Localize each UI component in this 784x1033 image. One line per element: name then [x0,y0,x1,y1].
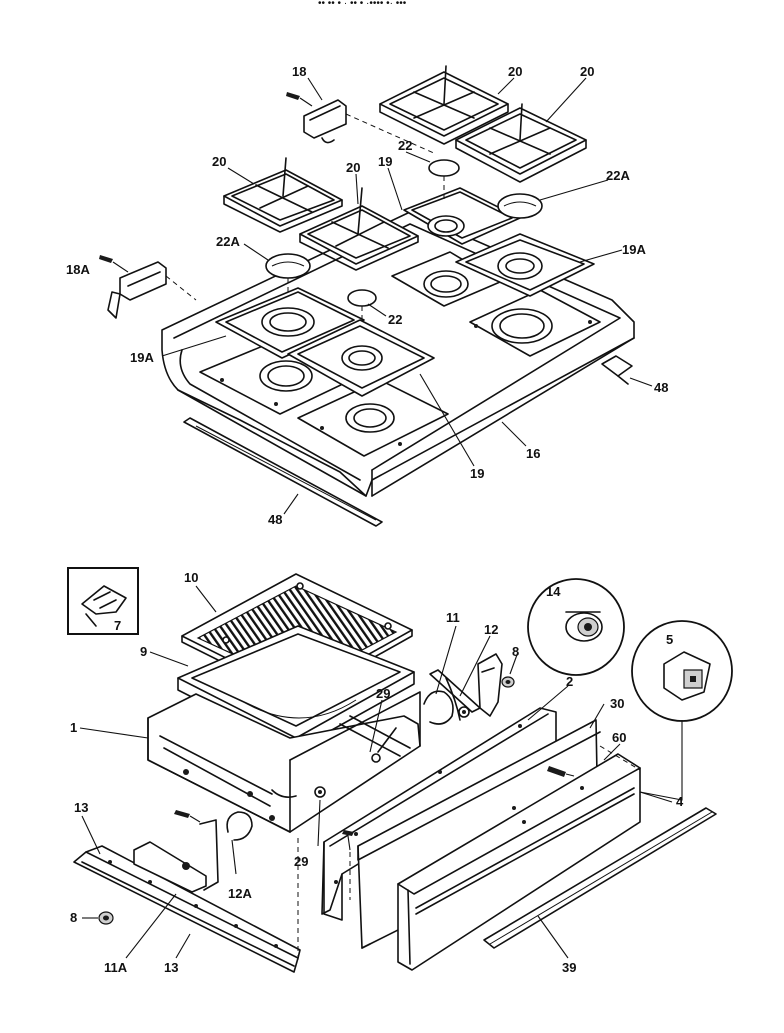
inset-circle-14 [527,578,625,676]
burner-cap-22a-left [265,253,311,279]
bracket-11a [133,810,219,893]
label-39: 39 [562,960,576,975]
label-9: 9 [140,644,147,659]
inset-box-7 [67,567,139,635]
label-22-b: 22 [388,312,402,327]
label-8-a: 8 [512,644,519,659]
label-1: 1 [70,720,77,735]
label-48-a: 48 [654,380,668,395]
burner-plate-19a-right [455,233,595,297]
label-19-a: 19 [378,154,392,169]
label-20-b: 20 [580,64,594,79]
burner-cap-22a-right [497,193,543,219]
screw-60 [547,766,575,777]
label-20-a: 20 [508,64,522,79]
label-22-a: 22 [398,138,412,153]
leader-lines-upper [161,77,653,515]
label-13-b: 13 [164,960,178,975]
hinge-bracket-18 [286,92,347,144]
part-labels: 18 20 20 22 22A 20 20 19 22A 19A 18A 22 … [66,64,684,975]
label-7: 7 [114,618,121,633]
clip-12a [226,811,253,841]
label-60: 60 [612,730,626,745]
label-19a-b: 19A [130,350,154,365]
label-20-d: 20 [346,160,360,175]
label-10: 10 [184,570,198,585]
label-16: 16 [526,446,540,461]
front-panel-4 [397,753,641,971]
label-8-b: 8 [70,910,77,925]
trim-strip-48-right [601,355,633,385]
label-5: 5 [666,632,673,647]
label-30: 30 [610,696,624,711]
label-18: 18 [292,64,306,79]
bracket-12 [477,653,503,717]
hinge-bracket-18a [99,255,167,319]
label-12: 12 [484,622,498,637]
screw-29-side [342,830,354,851]
clip-assembly [423,690,470,725]
grate-20-back-left [379,65,509,145]
grate-20-back-right [455,103,587,183]
grate-20-center [299,187,419,271]
burner-cap-22-back [428,159,460,177]
explode-lines-upper [165,113,445,324]
label-29-a: 29 [376,686,390,701]
bolt-29-lower [314,786,326,798]
burner-plate-19a-left [215,287,365,359]
trim-strip-39 [483,807,717,949]
label-19a-a: 19A [622,242,646,257]
label-18a: 18A [66,262,90,277]
label-29-b: 29 [294,854,308,869]
label-20-c: 20 [212,154,226,169]
label-13-a: 13 [74,800,88,815]
grate-20-left [223,157,343,233]
label-19-b: 19 [470,466,484,481]
burner-plate-19-front [287,319,435,397]
bolt-29-upper [371,727,397,763]
bracket-11 [429,669,481,721]
inset-circle-5 [631,620,733,722]
leader-lines-lower [79,585,683,959]
nut-8-upper [501,676,515,688]
label-22a-b: 22A [216,234,240,249]
trim-strip-48-lower [183,417,383,527]
broiler-drawer-1 [147,691,421,833]
header-fragment: •• •• • · •• • ·•••• •· ••• [318,0,407,9]
label-2: 2 [566,674,573,689]
label-4: 4 [676,794,684,809]
label-12a: 12A [228,886,252,901]
label-11: 11 [446,610,460,625]
burner-cap-22-front [347,289,377,307]
label-11a: 11A [104,960,128,975]
explode-lines-lower [297,745,641,960]
nut-8-lower [98,911,114,925]
label-22a-a: 22A [606,168,630,183]
broiler-pan-9 [177,625,415,751]
label-48-b: 48 [268,512,282,527]
label-14: 14 [546,584,561,599]
